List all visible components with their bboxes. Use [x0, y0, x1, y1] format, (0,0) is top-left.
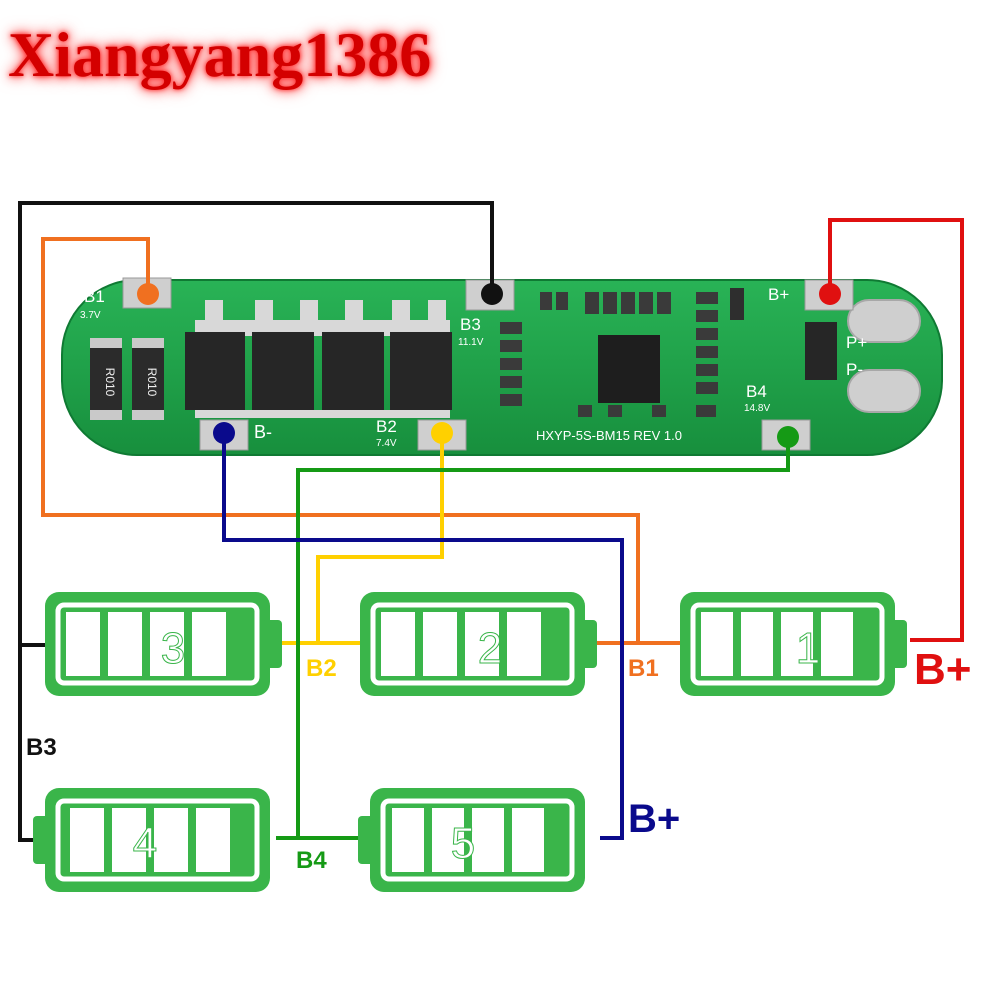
- pad-markers: [137, 283, 841, 448]
- board-model: HXYP-5S-BM15 REV 1.0: [536, 428, 682, 443]
- mosfet-chip: [390, 332, 452, 410]
- silk-b3-voltage: 11.1V: [458, 337, 484, 348]
- protection-ic: [598, 335, 660, 403]
- label-bplus-blue: B+: [628, 797, 680, 841]
- mosfet-chip: [185, 332, 245, 410]
- resistor-column-right: [578, 288, 744, 417]
- label-b3: B3: [26, 734, 57, 761]
- wire-b1: [41, 237, 640, 643]
- label-b2: B2: [306, 655, 337, 682]
- wire-b2: [316, 433, 444, 643]
- silk-pminus-label: P-: [846, 360, 863, 379]
- silk-b2-label: B2: [376, 417, 397, 436]
- battery-number: 2: [478, 624, 502, 673]
- battery-2: 2: [360, 592, 597, 696]
- battery-number: 1: [796, 624, 820, 673]
- wire-bplus: [828, 218, 964, 642]
- mosfet-chip: [252, 332, 314, 410]
- battery-4: 4: [33, 788, 270, 892]
- dot-b4: [777, 426, 799, 448]
- label-b4: B4: [296, 847, 327, 874]
- silk-b4-label: B4: [746, 382, 767, 401]
- label-b1: B1: [628, 655, 659, 682]
- dot-b2: [431, 422, 453, 444]
- silk-bplus-label: B+: [768, 285, 789, 304]
- pad-pminus: [847, 369, 921, 413]
- pad-pplus: [847, 299, 921, 343]
- dot-bplus: [819, 283, 841, 305]
- dot-b1: [137, 283, 159, 305]
- brand-title: Xiangyang1386: [8, 19, 432, 90]
- transistor: [805, 322, 837, 380]
- label-bplus-red: B+: [914, 645, 971, 694]
- resistor-marking: R010: [103, 368, 117, 397]
- sense-resistor-2: R010: [132, 338, 164, 420]
- silk-b1-label: B1: [84, 287, 105, 306]
- silk-b4-voltage: 14.8V: [744, 403, 770, 414]
- wires: [18, 201, 964, 842]
- wire-bminus: [222, 433, 624, 840]
- silk-b2-voltage: 7.4V: [376, 438, 397, 449]
- battery-number: 4: [133, 819, 157, 868]
- dot-bminus: [213, 422, 235, 444]
- battery-number: 3: [161, 624, 185, 673]
- resistor-column: [500, 322, 522, 406]
- sense-resistor-1: R010: [90, 338, 122, 420]
- bms-board: R010 R010: [61, 277, 943, 456]
- mosfet-row: [185, 300, 452, 418]
- resistor-row: [540, 292, 671, 314]
- silk-bminus-label: B-: [254, 422, 272, 442]
- battery-3: 3: [45, 592, 282, 696]
- resistor-marking: R010: [145, 368, 159, 397]
- silk-b3-label: B3: [460, 315, 481, 334]
- wire-b4: [296, 437, 790, 838]
- battery-5: 5: [358, 788, 585, 892]
- wire-b3: [18, 201, 494, 842]
- silk-pplus-label: P+: [846, 333, 867, 352]
- dot-b3: [481, 283, 503, 305]
- battery-1: 1: [680, 592, 907, 696]
- battery-number: 5: [451, 819, 475, 868]
- mosfet-chip: [322, 332, 384, 410]
- silk-b1-voltage: 3.7V: [80, 310, 101, 321]
